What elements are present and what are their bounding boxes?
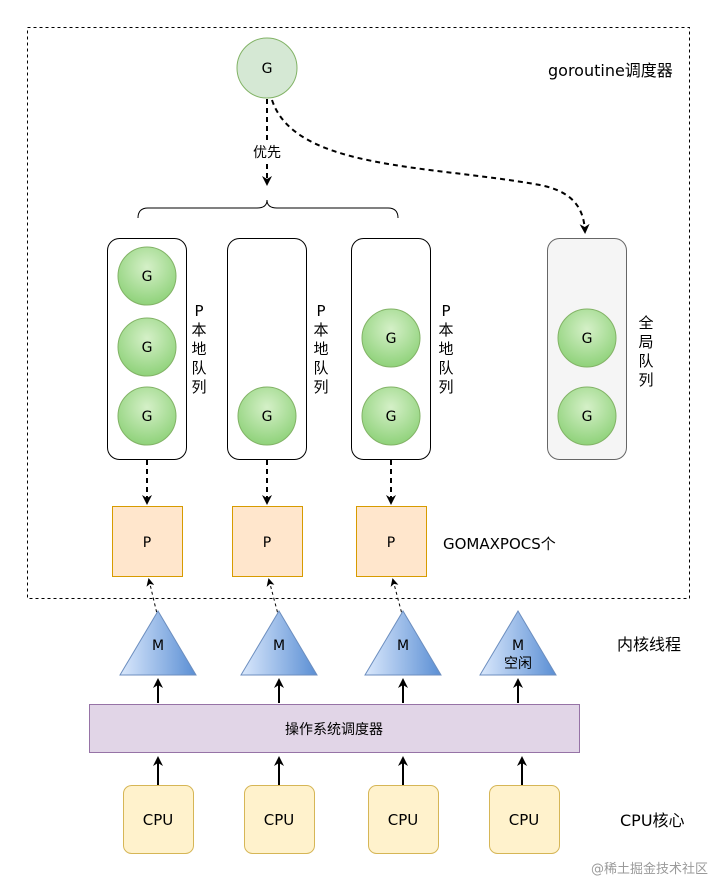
goroutine: G [361,308,421,368]
top-goroutine: G [236,37,298,99]
svg-text:CPU: CPU [388,811,419,829]
global-queue-label: 全 局 队 列 [638,314,653,389]
svg-text:操作系统调度器: 操作系统调度器 [285,722,383,738]
svg-text:G: G [142,340,153,356]
g-label: G [262,61,273,77]
local-queues-brace [137,199,399,219]
svg-text:列: 列 [313,378,328,396]
svg-text:P: P [194,302,203,320]
svg-text:CPU: CPU [143,811,174,829]
priority-label: 优先 [253,145,281,161]
svg-text:地: 地 [191,340,206,358]
svg-text:列: 列 [438,378,453,396]
m-to-p-arrow [266,578,280,619]
processor-p-3: P [356,506,427,577]
svg-text:队: 队 [438,359,453,377]
goroutine: G [237,386,297,446]
svg-text:地: 地 [313,340,328,358]
svg-text:本: 本 [438,321,453,339]
processor-p-2: P [232,506,303,577]
m-to-p-arrow [146,578,159,619]
svg-text:M: M [512,638,524,654]
svg-text:队: 队 [638,352,653,370]
goroutine: G [557,308,617,368]
watermark: @稀土掘金技术社区 [591,861,708,877]
svg-text:P: P [441,302,450,320]
svg-text:M: M [397,638,409,654]
svg-text:CPU: CPU [509,811,540,829]
goroutine: G [117,246,177,306]
svg-text:M: M [152,638,164,654]
goroutine: G [117,386,177,446]
global-queue-arrow [271,99,590,234]
svg-text:P: P [143,535,151,551]
m-to-p-arrow [390,578,404,619]
kernel-thread-m-idle: M 空闲 [479,610,557,676]
svg-text:全: 全 [638,314,653,332]
os-scheduler: 操作系统调度器 [89,704,580,753]
cpu-core-1: CPU [123,785,194,854]
svg-text:M: M [273,638,285,654]
svg-text:P: P [263,535,271,551]
svg-text:列: 列 [191,378,206,396]
cpu-cores-label: CPU核心 [620,811,685,830]
svg-text:G: G [582,409,593,425]
svg-text:列: 列 [638,371,653,389]
goroutine: G [117,317,177,377]
p-local-queue-label-3: P 本 地 队 列 [438,302,453,396]
goroutine-scheduler-label: goroutine调度器 [548,61,673,80]
svg-text:队: 队 [191,359,206,377]
kernel-thread-m-2: M [240,610,318,676]
svg-text:CPU: CPU [264,811,295,829]
svg-text:G: G [386,331,397,347]
global-queue: G G [547,238,627,460]
cpu-core-4: CPU [489,785,560,854]
kernel-threads-label: 内核线程 [617,635,681,654]
svg-text:G: G [582,331,593,347]
svg-text:地: 地 [438,340,453,358]
svg-text:本: 本 [313,321,328,339]
svg-text:G: G [142,409,153,425]
svg-text:本: 本 [191,321,206,339]
kernel-thread-m-3: M [364,610,442,676]
p-local-queue-label-2: P 本 地 队 列 [313,302,328,396]
p-local-queue-1: G G G [107,238,187,460]
svg-text:G: G [142,269,153,285]
svg-text:P: P [387,535,395,551]
cpu-core-2: CPU [244,785,315,854]
m-idle-label: 空闲 [504,656,532,672]
processor-p-1: P [112,506,183,577]
cpu-core-3: CPU [368,785,439,854]
gomaxprocs-label: GOMAXPOCS个 [443,535,556,553]
goroutine: G [557,386,617,446]
p-local-queue-2: G [227,238,307,460]
p-local-queue-3: G G [351,238,431,460]
scheduler-boundary [27,27,690,599]
svg-text:队: 队 [313,359,328,377]
svg-text:局: 局 [638,333,653,351]
kernel-thread-m-1: M [119,610,197,676]
goroutine: G [361,386,421,446]
svg-text:G: G [262,409,273,425]
p-local-queue-label-1: P 本 地 队 列 [191,302,206,396]
svg-text:P: P [316,302,325,320]
svg-text:G: G [386,409,397,425]
